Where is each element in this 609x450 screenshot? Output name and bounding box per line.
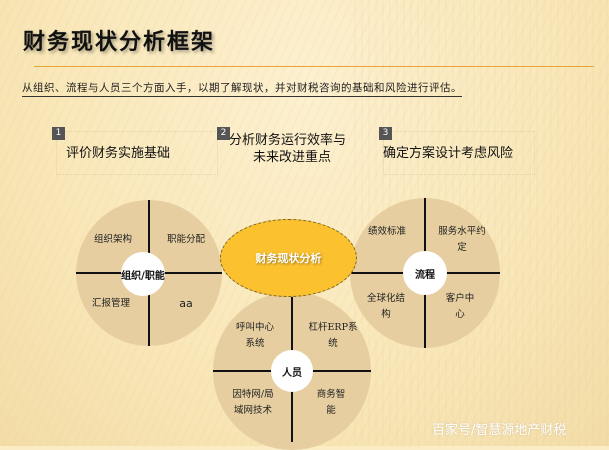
quadrant-customer-center-line-2: 心 [455, 309, 465, 320]
title-divider [34, 66, 594, 67]
center-node-financial-status: 财务现状分析 [220, 219, 357, 297]
wheel-org-function: 组织/职能 组织架构 职能分配 汇报管理 aa [76, 200, 222, 346]
step-number-badge: 2 [217, 127, 230, 140]
quadrant-internet-line-1: 因特网/局 [232, 389, 274, 400]
step-text-line-2: 未来改进重点 [253, 150, 332, 165]
quadrant-bi-line-1: 商务智 [316, 389, 346, 400]
step-text: 评价财务实施基础 [66, 146, 171, 161]
quadrant-internet-line-2: 域网技术 [233, 405, 272, 416]
quadrant-performance-standard: 绩效标准 [367, 226, 406, 237]
quadrant-bi-line-2: 能 [326, 405, 336, 416]
quadrant-erp-line-2: 统 [328, 338, 338, 349]
quadrant-function-allocation: 职能分配 [166, 234, 205, 245]
watermark: 百家号/智慧源地产财税 [432, 423, 567, 438]
quadrant-aa: aa [179, 297, 193, 310]
step-text-line-1: 分析财务运行效率与 [229, 133, 347, 148]
center-label: 财务现状分析 [255, 252, 322, 265]
page-title: 财务现状分析框架 [23, 29, 216, 55]
wheel-hub-process: 流程 [403, 251, 447, 295]
step-box [383, 131, 535, 175]
step-text: 确定方案设计考虑风险 [383, 146, 514, 161]
subtitle: 从组织、流程与人员三个方面入手，以期了解现状，并对财税咨询的基础和风险进行评估。 [22, 80, 462, 97]
wheel-process: 流程 绩效标准 服务水平约 定 全球化结 构 客户中 心 [350, 198, 500, 348]
quadrant-call-center-line-1: 呼叫中心 [235, 322, 274, 333]
step-number-badge: 3 [379, 127, 392, 140]
step-box [56, 131, 218, 175]
wheel-people: 人员 呼叫中心 系统 杠杆ERP系 统 因特网/局 域网技术 商务智 能 [213, 292, 371, 450]
quadrant-org-structure: 组织架构 [93, 234, 132, 245]
quadrant-customer-center-line-1: 客户中 [445, 293, 475, 304]
quadrant-service-level-line-1: 服务水平约 [438, 226, 486, 237]
wheel-hub-people: 人员 [271, 350, 313, 392]
quadrant-call-center-line-2: 系统 [245, 338, 265, 349]
quadrant-global-structure-line-2: 构 [381, 309, 391, 320]
quadrant-erp-line-1: 杠杆ERP系 [308, 322, 358, 333]
step-number-badge: 1 [52, 127, 65, 140]
quadrant-reporting-management: 汇报管理 [91, 298, 130, 309]
quadrant-global-structure-line-1: 全球化结 [366, 293, 405, 304]
wheel-hub-org: 组织/职能 [121, 252, 165, 296]
quadrant-service-level-line-2: 定 [457, 242, 467, 253]
